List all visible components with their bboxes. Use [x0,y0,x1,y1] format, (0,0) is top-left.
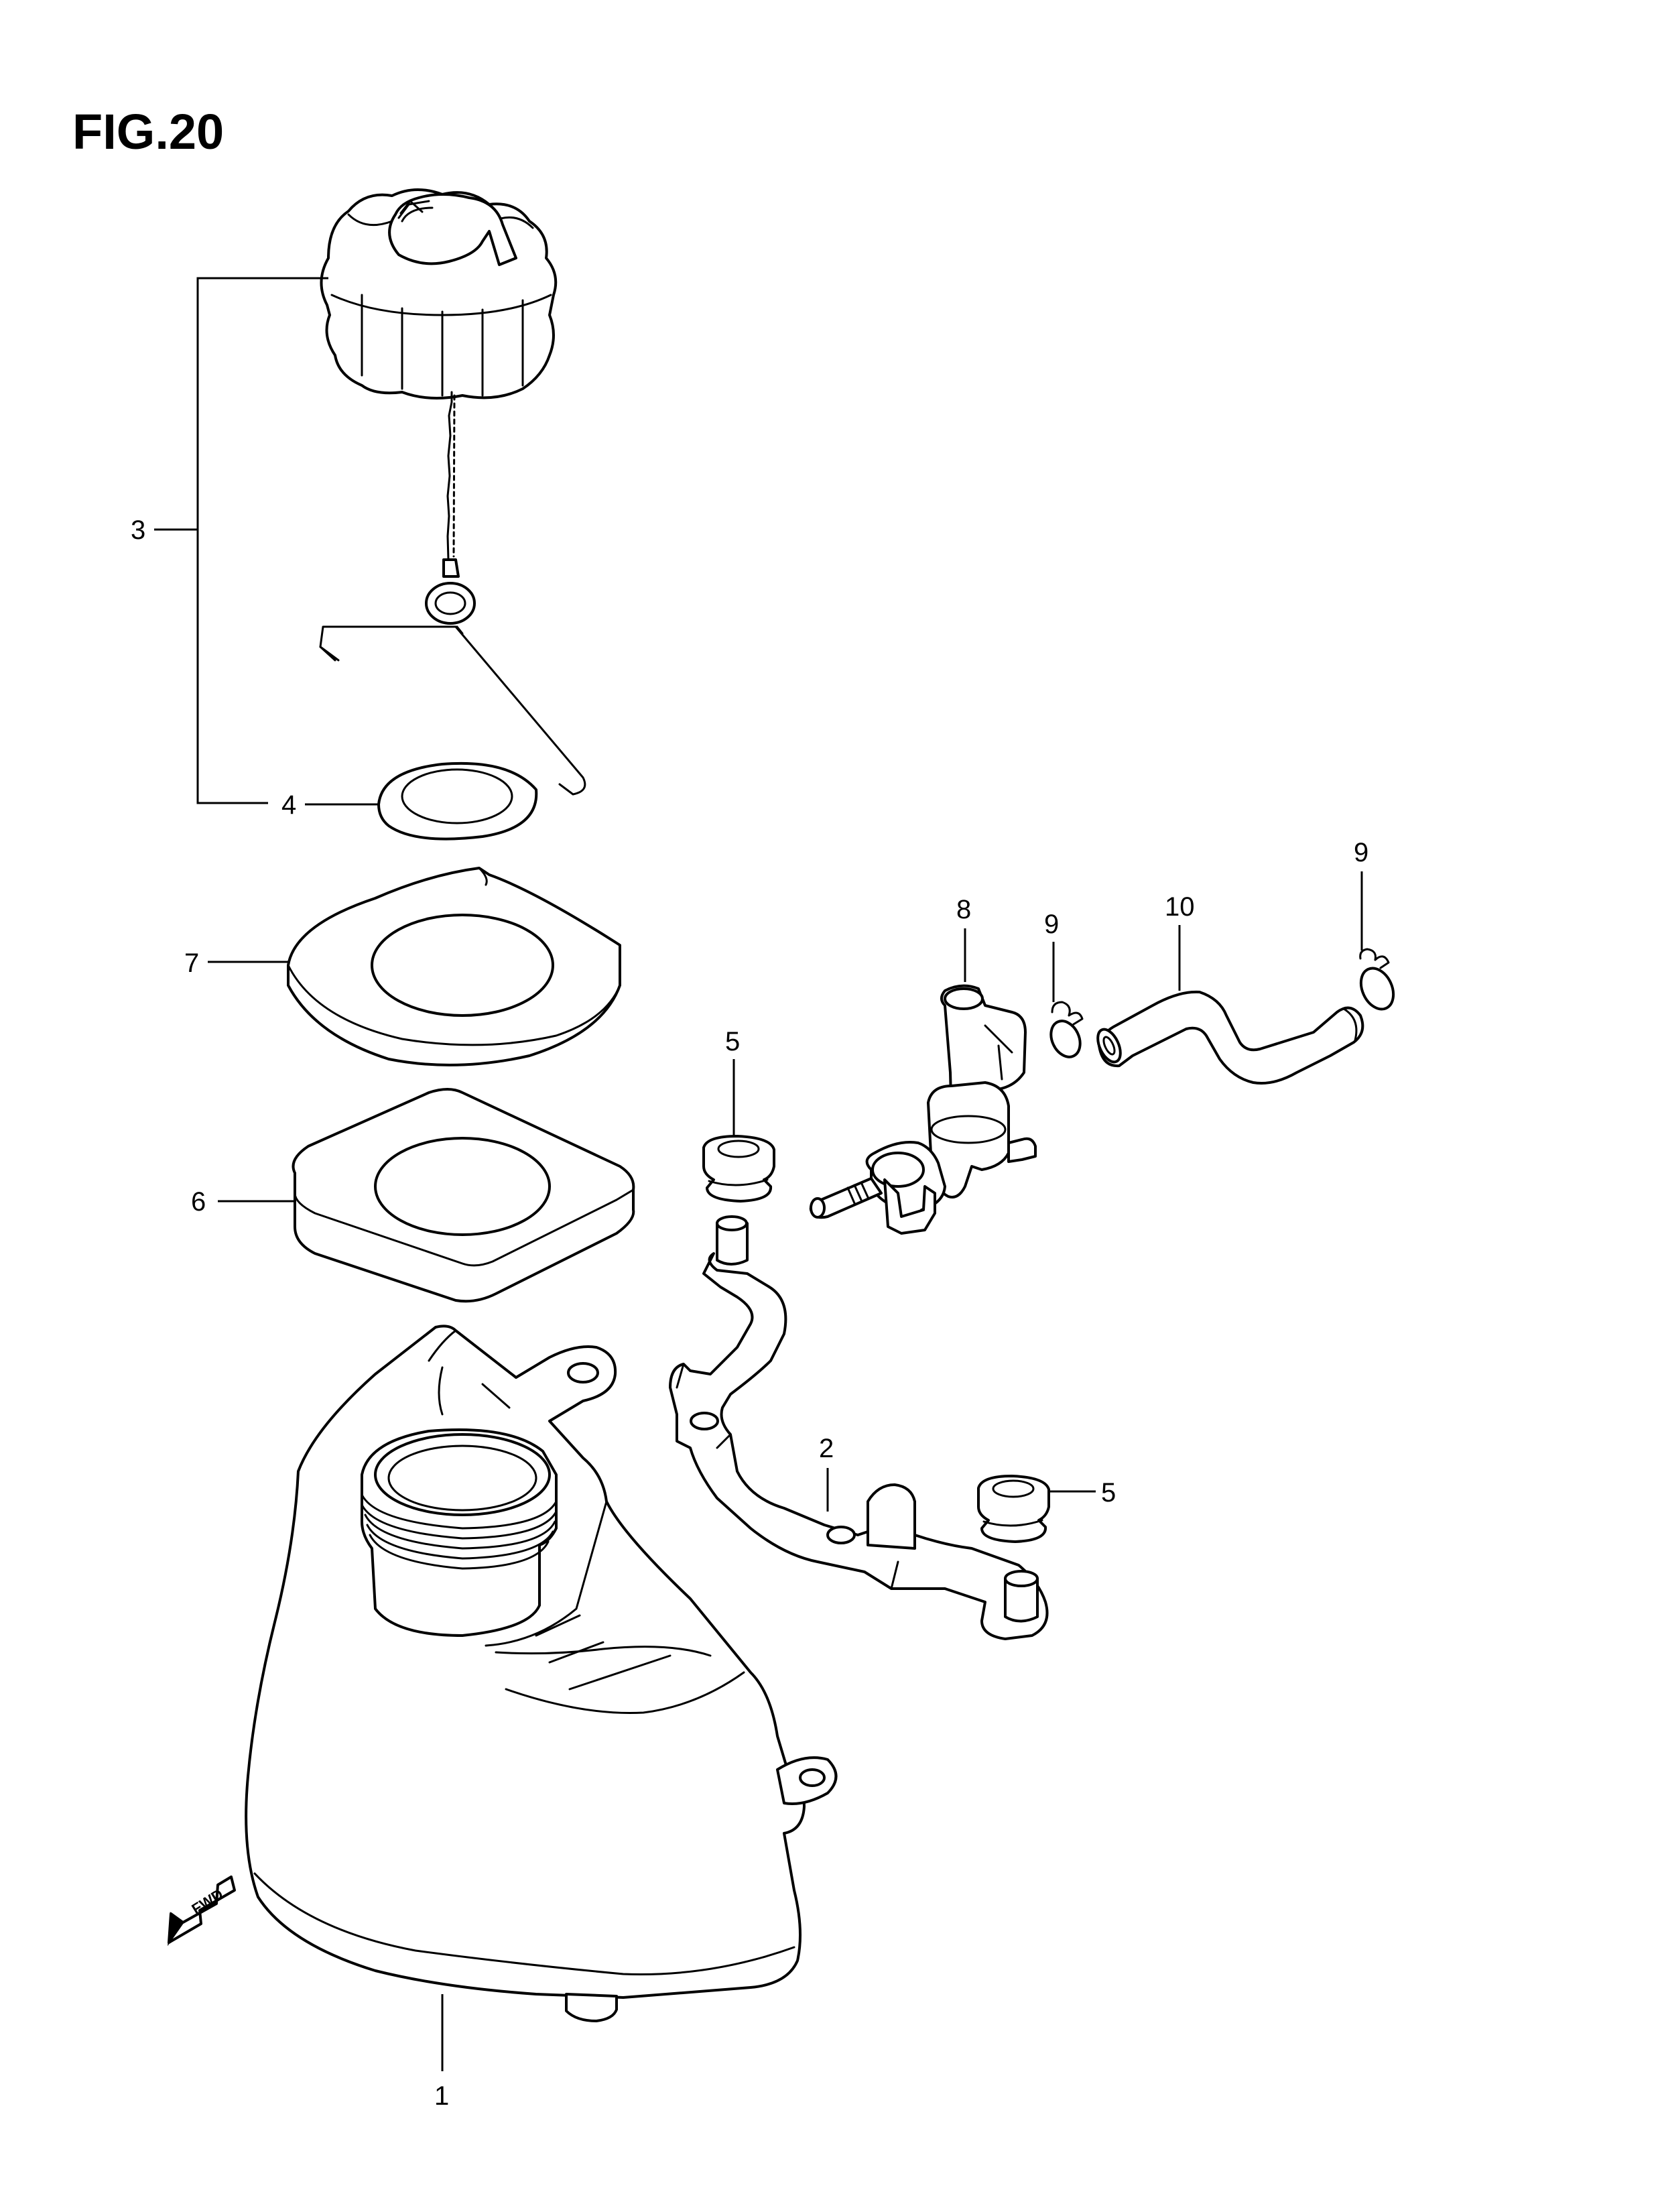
callout-4: 4 [281,790,296,820]
fuel-tank [245,1325,838,2022]
fwd-arrow: FWD [168,1876,236,1947]
grommet-upper [702,1135,775,1203]
fuel-cock [809,984,1037,1235]
callout-2: 2 [819,1434,834,1463]
callout-1: 1 [434,2081,449,2111]
hose-clip-2 [1359,948,1395,1011]
grommet-lower [977,1475,1050,1543]
bracket-pipe [669,1215,1049,1640]
fuel-hose [1096,990,1364,1085]
callout-9b: 9 [1354,838,1368,867]
figure-title: FIG.20 [72,104,224,160]
callout-10: 10 [1165,892,1195,922]
gasket-ring [377,761,538,841]
seal-plate [287,867,621,1066]
seal-square [292,1088,635,1303]
callout-6: 6 [191,1187,206,1217]
callout-9a: 9 [1044,910,1059,939]
callout-7: 7 [184,948,199,978]
callout-5a: 5 [725,1027,740,1056]
callout-3: 3 [131,515,145,545]
callout-8: 8 [956,895,971,924]
hose-clip-1 [1049,1001,1084,1058]
callout-5b: 5 [1101,1478,1116,1508]
bracket-line [196,277,328,804]
fuel-cap-assembly [319,188,586,796]
